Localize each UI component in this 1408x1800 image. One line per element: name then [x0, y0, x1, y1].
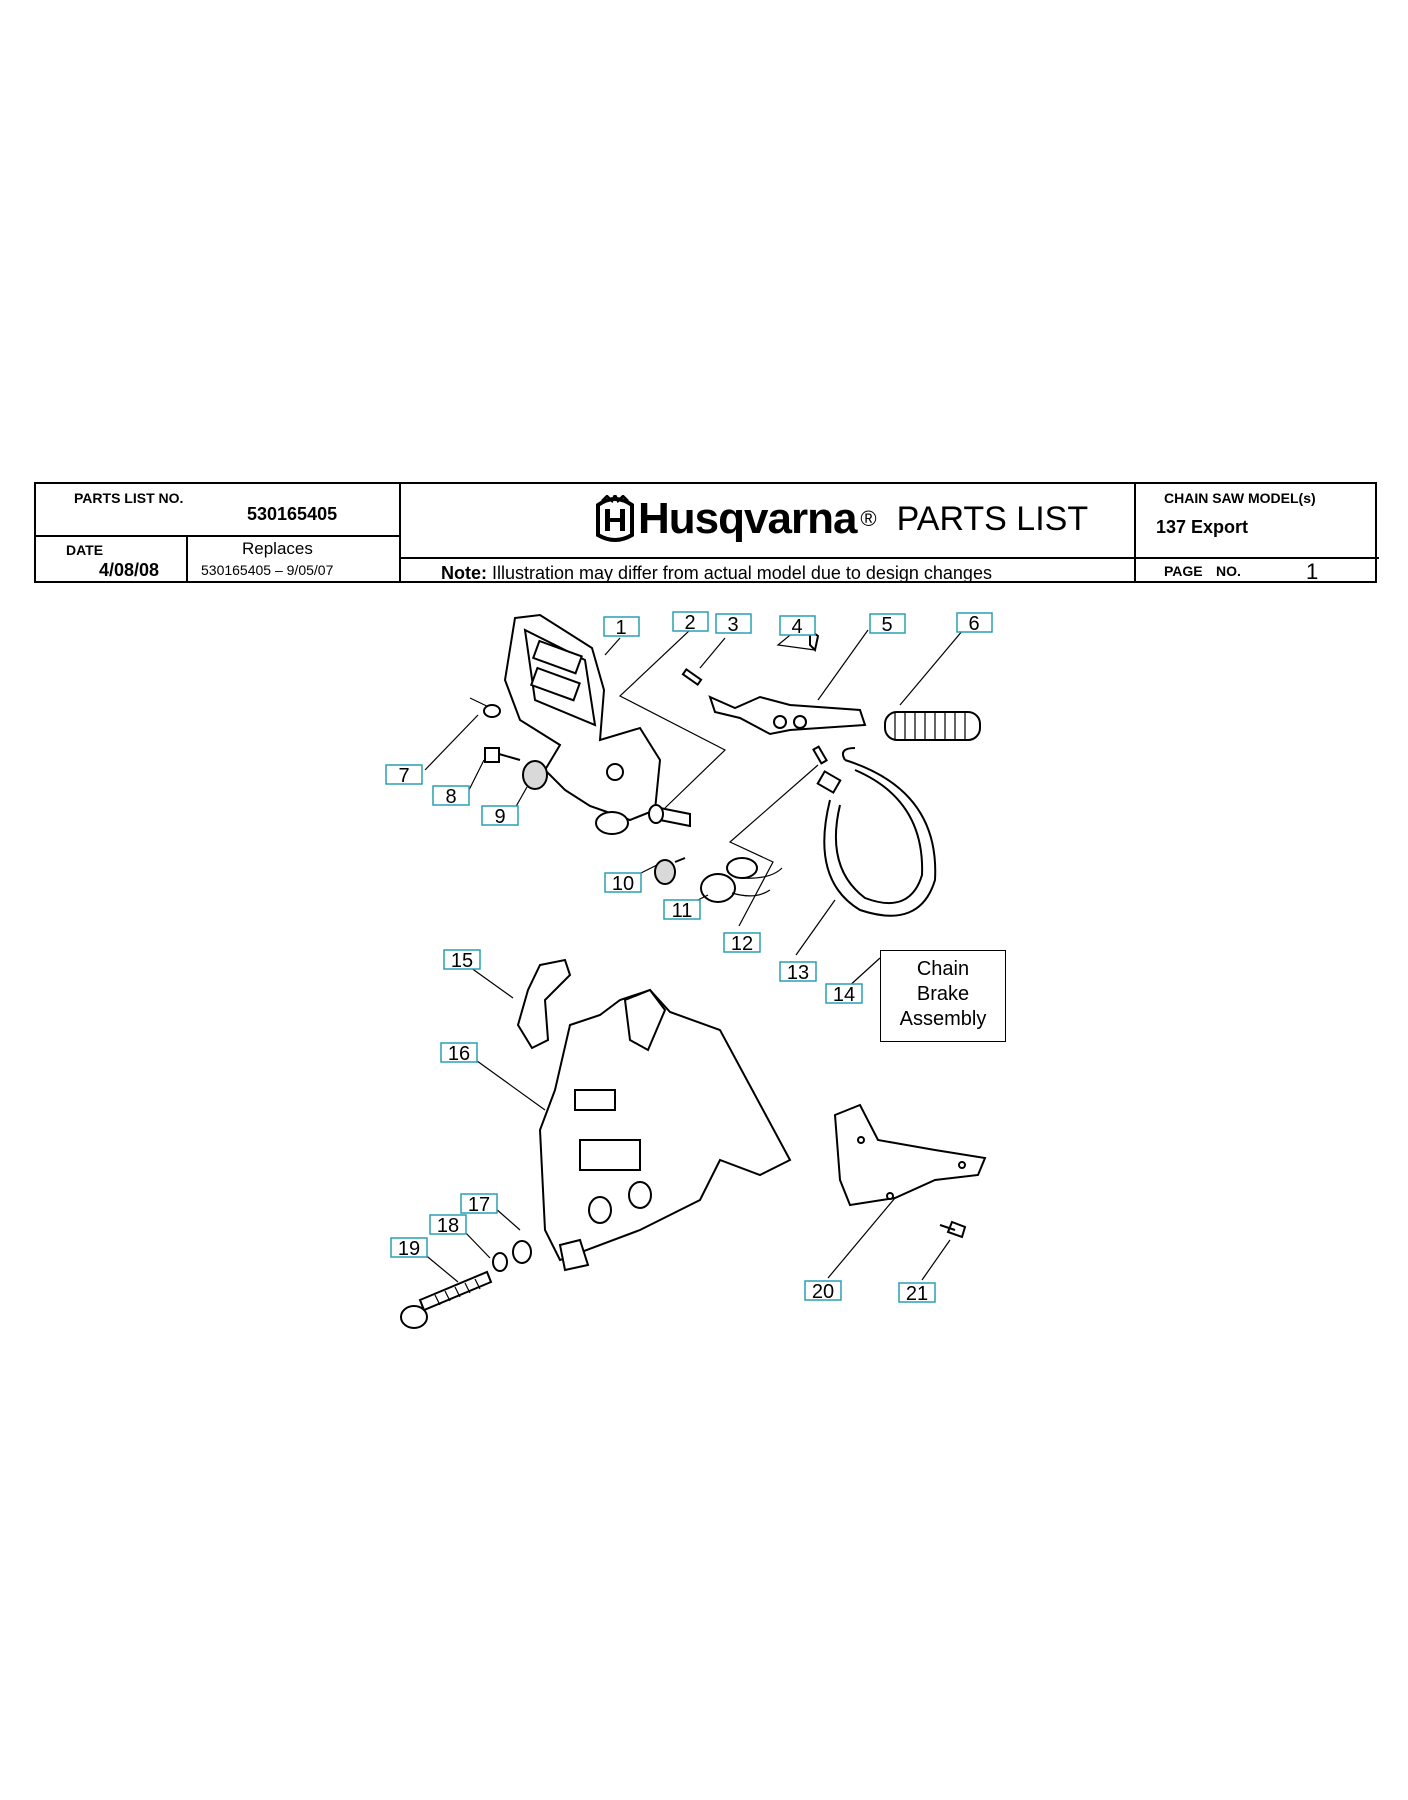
- assembly-label-line-2: Brake: [916, 983, 970, 1005]
- callout-21: 21: [898, 1282, 936, 1305]
- callout-5: 5: [869, 613, 906, 636]
- part-small-hardware: [469, 697, 691, 885]
- assembly-label-line-3: Assembly: [899, 1008, 987, 1030]
- callout-18: 18: [429, 1214, 467, 1237]
- callout-3: 3: [715, 613, 752, 636]
- callout-15: 15: [443, 949, 481, 972]
- callout-14: 14: [825, 983, 863, 1006]
- callout-17: 17: [460, 1193, 498, 1216]
- callout-19-text: 19: [398, 1238, 420, 1260]
- page-no-label: NO.: [1216, 563, 1241, 579]
- part-clip: [516, 958, 572, 1050]
- part-clutch-cover: [538, 988, 792, 1272]
- parts-list-header: PARTS LIST NO. 530165405 DATE 4/08/08 Re…: [34, 482, 1379, 584]
- callout-20-text: 20: [812, 1281, 834, 1303]
- callout-10-text: 10: [612, 873, 634, 895]
- callout-21-text: 21: [906, 1283, 928, 1305]
- parts-list-no-label: PARTS LIST NO.: [74, 490, 184, 506]
- callout-14-text: 14: [833, 984, 855, 1006]
- callout-9: 9: [481, 805, 519, 828]
- callout-10: 10: [604, 872, 642, 895]
- document-title: PARTS LIST: [896, 499, 1089, 538]
- callout-11: 11: [663, 899, 701, 922]
- callout-16: 16: [440, 1042, 478, 1065]
- part-brake-band: [812, 745, 937, 917]
- callout-5-text: 5: [881, 614, 892, 636]
- callout-6-text: 6: [968, 613, 979, 635]
- callout-19: 19: [390, 1237, 428, 1260]
- callout-4: 4: [779, 615, 816, 638]
- brand-name: Husqvarna: [638, 494, 857, 543]
- callout-2-text: 2: [684, 612, 695, 634]
- callout-12-text: 12: [731, 933, 753, 955]
- disclaimer-note: Note: Illustration may differ from actua…: [441, 563, 992, 584]
- callout-11-text: 11: [672, 900, 693, 922]
- callout-16-text: 16: [448, 1043, 470, 1065]
- callout-20: 20: [804, 1280, 842, 1303]
- model-label: CHAIN SAW MODEL(s): [1164, 490, 1316, 506]
- callout-17-text: 17: [468, 1194, 490, 1216]
- callout-6: 6: [956, 612, 993, 635]
- callout-12: 12: [723, 932, 761, 955]
- callout-1-text: 1: [615, 617, 626, 639]
- chain-brake-assembly-label: Chain Brake Assembly: [880, 950, 1006, 1042]
- callout-13-text: 13: [787, 962, 809, 984]
- model-value: 137 Export: [1156, 517, 1249, 537]
- parts-list-number: 530165405: [247, 504, 338, 524]
- callout-8-text: 8: [445, 786, 456, 808]
- replaces-label: Replaces: [242, 539, 313, 558]
- callout-18-text: 18: [437, 1215, 459, 1237]
- part-chain-deflector: [833, 1103, 987, 1207]
- note-text: Illustration may differ from actual mode…: [492, 563, 992, 583]
- part-hand-guard: [503, 613, 662, 835]
- callout-7-text: 7: [398, 765, 409, 787]
- page-number: 1: [1306, 559, 1319, 584]
- page-label: PAGE: [1164, 563, 1203, 579]
- part-compression-spring: [884, 711, 981, 741]
- part-mounting-bolt: [400, 1240, 532, 1329]
- callout-15-text: 15: [451, 950, 473, 972]
- husqvarna-logo: Husqvarna ® PARTS LIST: [592, 494, 1088, 544]
- assembly-label-line-1: Chain: [916, 958, 970, 980]
- callout-4-text: 4: [791, 616, 802, 638]
- callout-2: 2: [672, 611, 709, 634]
- callout-13: 13: [779, 961, 817, 984]
- callout-8: 8: [432, 785, 470, 808]
- date-label: DATE: [66, 542, 104, 558]
- leader-lines: [422, 626, 964, 1283]
- replaces-value: 530165405 – 9/05/07: [201, 562, 334, 578]
- part-brake-lever: [708, 628, 867, 736]
- part-pin: [681, 667, 703, 687]
- callout-1: 1: [603, 616, 640, 639]
- registered-mark: ®: [860, 506, 877, 531]
- callout-7: 7: [385, 764, 423, 787]
- crown-h-icon: [596, 495, 634, 542]
- note-label: Note:: [441, 563, 487, 583]
- date-value: 4/08/08: [99, 560, 160, 580]
- callout-9-text: 9: [494, 806, 505, 828]
- part-torsion-spring: [700, 857, 783, 903]
- callout-3-text: 3: [727, 614, 738, 636]
